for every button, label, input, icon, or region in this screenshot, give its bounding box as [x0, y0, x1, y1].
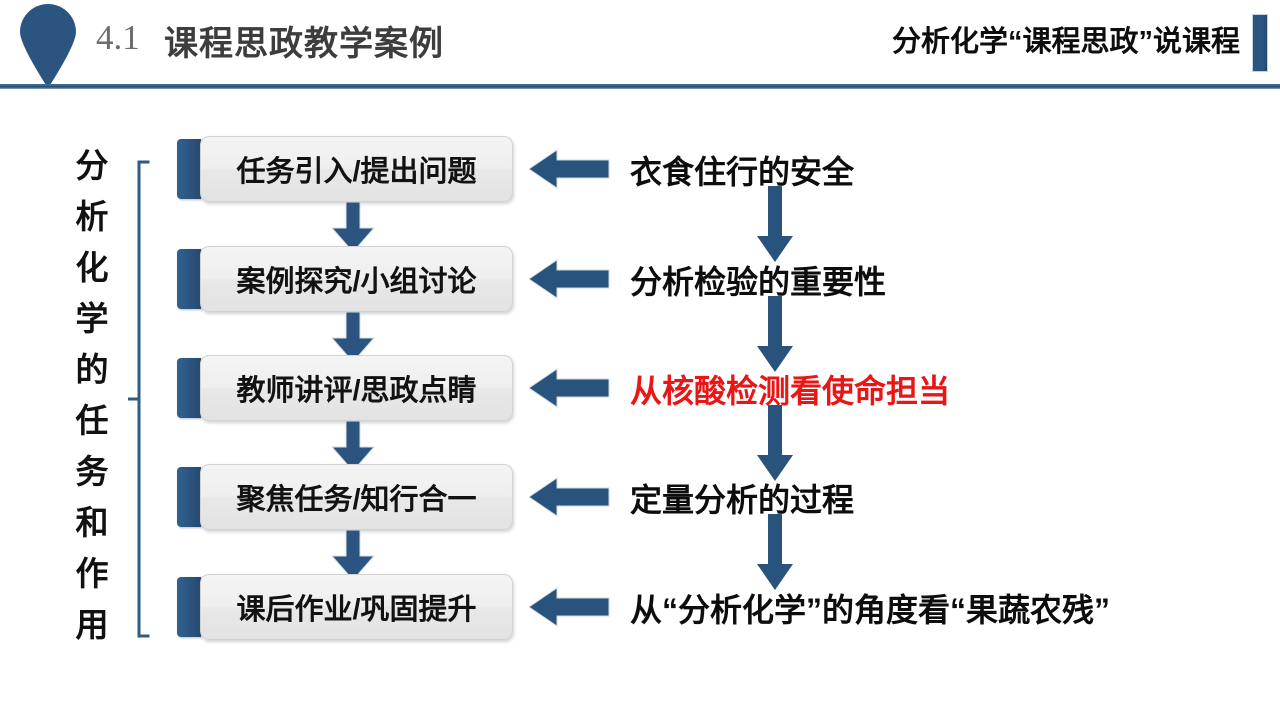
flow-step[interactable]: 教师讲评/思政点睛 [177, 355, 513, 421]
flow-step[interactable]: 聚焦任务/知行合一 [177, 464, 513, 530]
page-section-number: 4.1 [96, 18, 140, 57]
flow-step-label: 教师讲评/思政点睛 [236, 375, 477, 407]
course-title: 分析化学“课程思政”说课程 [891, 26, 1240, 58]
page-header: 4.1 课程思政教学案例 分析化学“课程思政”说课程 [0, 0, 1280, 92]
flow-step-box[interactable]: 教师讲评/思政点睛 [200, 355, 513, 421]
content-item-label-highlighted: 从核酸检测看使命担当 [630, 373, 951, 409]
vertical-label-char: 学 [75, 300, 109, 337]
flow-step-label: 聚焦任务/知行合一 [236, 484, 477, 516]
left-brace-icon [127, 160, 150, 638]
flow-step-box[interactable]: 课后作业/巩固提升 [200, 574, 513, 640]
flow-step-tab [177, 577, 201, 637]
flow-step-box[interactable]: 聚焦任务/知行合一 [200, 464, 513, 530]
flow-step-label: 课后作业/巩固提升 [236, 594, 477, 626]
flow-step[interactable]: 课后作业/巩固提升 [177, 574, 513, 640]
flow-step-tab [177, 249, 201, 309]
vertical-label-char: 和 [75, 504, 109, 541]
arrow-down-icon [330, 529, 376, 582]
flow-step[interactable]: 任务引入/提出问题 [177, 136, 513, 202]
flow-step[interactable]: 案例探究/小组讨论 [177, 246, 513, 312]
content-item-label: 定量分析的过程 [630, 482, 855, 518]
arrow-left-icon [528, 367, 611, 409]
content-item-label: 衣食住行的安全 [630, 154, 855, 190]
vertical-section-label: 分 析 化 学 的 任 务 和 作 用 [62, 140, 122, 650]
arrow-left-icon [528, 476, 611, 518]
flow-step-label: 案例探究/小组讨论 [236, 266, 477, 298]
arrow-down-icon [755, 296, 795, 374]
vertical-label-char: 化 [75, 249, 109, 286]
vertical-label-char: 分 [75, 147, 109, 184]
flow-step-tab [177, 467, 201, 527]
vertical-label-char: 的 [75, 351, 109, 388]
vertical-label-char: 务 [75, 453, 109, 490]
arrow-left-icon [528, 258, 611, 300]
arrow-left-icon [528, 148, 611, 190]
vertical-label-char: 析 [75, 198, 109, 235]
flow-step-tab [177, 139, 201, 199]
vertical-label-char: 任 [75, 402, 109, 439]
arrow-down-icon [330, 420, 376, 473]
vertical-label-char: 作 [75, 555, 109, 592]
vertical-label-char: 用 [75, 606, 109, 643]
arrow-down-icon [330, 311, 376, 364]
page-title: 课程思政教学案例 [164, 25, 444, 63]
arrow-down-icon [330, 201, 376, 254]
arrow-down-icon [755, 514, 795, 592]
flow-step-label: 任务引入/提出问题 [236, 156, 477, 188]
flow-step-tab [177, 358, 201, 418]
map-pin-icon [14, 2, 82, 88]
header-accent-bar [1252, 14, 1268, 72]
content-item-label: 从“分析化学”的角度看“果蔬农残” [630, 592, 1111, 628]
flow-step-box[interactable]: 案例探究/小组讨论 [200, 246, 513, 312]
content-item-label: 分析检验的重要性 [630, 264, 887, 300]
arrow-left-icon [528, 586, 611, 628]
arrow-down-icon [755, 186, 795, 264]
flow-step-box[interactable]: 任务引入/提出问题 [200, 136, 513, 202]
header-divider [0, 84, 1280, 89]
arrow-down-icon [755, 405, 795, 483]
